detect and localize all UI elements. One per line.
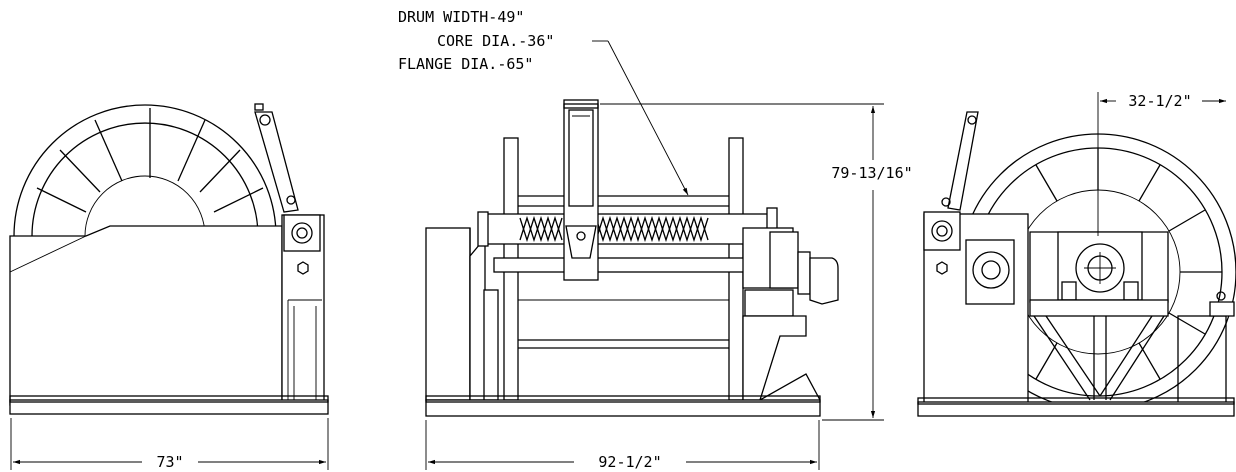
- drum-width-note: DRUM WIDTH-49": [398, 8, 524, 26]
- right-side-view: [917, 111, 1236, 417]
- left-flange-spokes: [36, 108, 264, 213]
- right-brace: [1033, 315, 1165, 401]
- height-label: 79-13/16": [831, 164, 912, 182]
- core-dia-note: CORE DIA.-36": [437, 32, 554, 50]
- right-offset-label: 32-1/2": [1128, 92, 1191, 110]
- height-dimension: 79-13/16": [600, 103, 913, 421]
- front-width-label: 92-1/2": [598, 453, 661, 471]
- spec-notes: DRUM WIDTH-49" CORE DIA.-36" FLANGE DIA.…: [398, 8, 689, 196]
- left-width-label: 73": [156, 453, 183, 471]
- front-view: [425, 99, 839, 417]
- right-offset-dimension: 32-1/2": [1097, 92, 1226, 236]
- diamond-screw: [519, 215, 709, 243]
- left-side-view: [9, 103, 329, 415]
- right-flange-spokes: [1035, 148, 1222, 380]
- flange-dia-note: FLANGE DIA.-65": [398, 55, 533, 73]
- front-width-dimension: 92-1/2": [425, 420, 820, 471]
- left-width-dimension: 73": [10, 418, 329, 471]
